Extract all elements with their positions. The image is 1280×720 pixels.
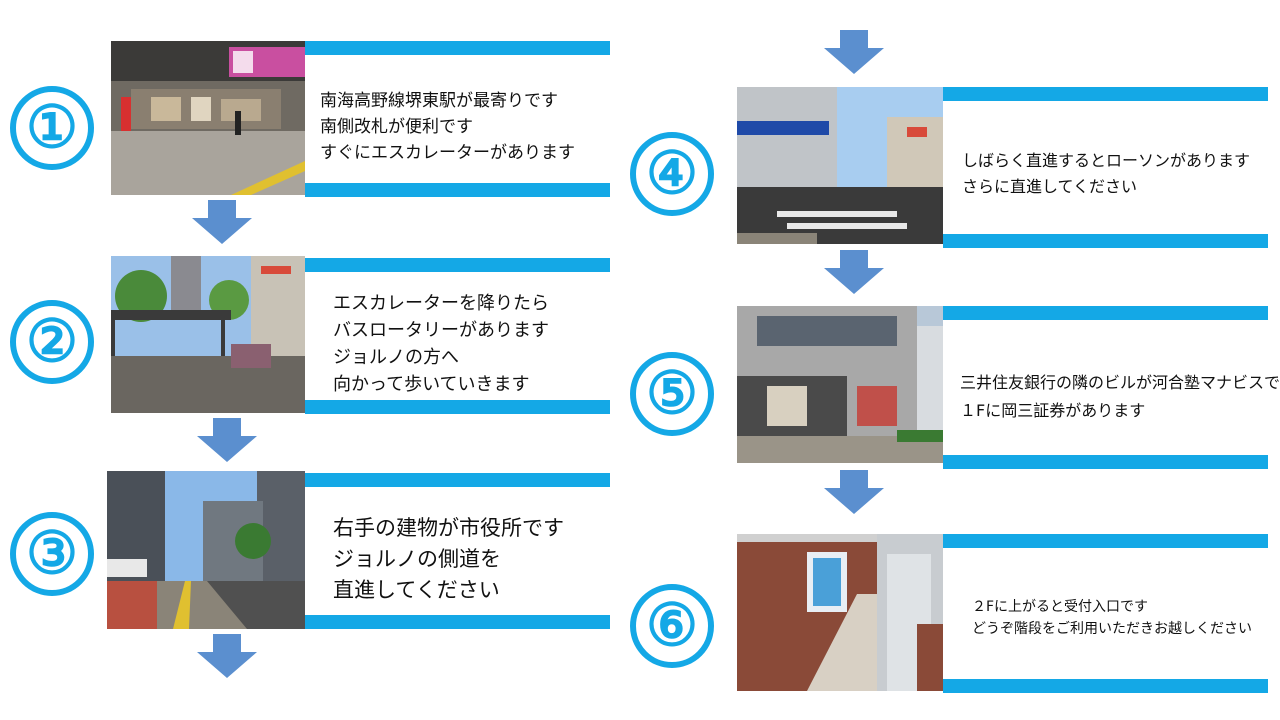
step-1-top-bar: [305, 41, 610, 55]
step-5-text: 三井住友銀行の隣のビルが河合塾マナビスです １Fに岡三証券があります: [960, 369, 1280, 425]
step-3-line-1: 右手の建物が市役所です: [333, 516, 564, 540]
step-2-text: エスカレーターを降りたら バスロータリーがあります ジョルノの方へ 向かって歩い…: [333, 290, 549, 398]
down-arrow-icon: [192, 200, 252, 244]
down-arrow-icon: [197, 418, 257, 462]
step-4-bottom-bar: [943, 234, 1268, 248]
step-6-text: ２Fに上がると受付入口です どうぞ階段をご利用いただきお越しください: [972, 596, 1252, 640]
step-4-top-bar: [943, 87, 1268, 101]
step-3-line-3: 直進してください: [333, 578, 500, 602]
step-2-line-4: 向かって歩いていきます: [333, 374, 530, 395]
step-6-line-1: ２Fに上がると受付入口です: [972, 599, 1149, 615]
step-4-number: ④: [630, 132, 714, 216]
step-3-text: 右手の建物が市役所です ジョルノの側道を 直進してください: [333, 513, 564, 606]
step-3-bottom-bar: [305, 615, 610, 629]
step-4-photo-lawson: [737, 87, 943, 244]
step-2-line-1: エスカレーターを降りたら: [333, 293, 549, 314]
step-2-line-2: バスロータリーがあります: [333, 320, 549, 341]
step-2-line-3: ジョルノの方へ: [333, 347, 459, 368]
step-2-photo-bus-rotary: [111, 256, 305, 413]
step-1-bottom-bar: [305, 183, 610, 197]
step-6-bottom-bar: [943, 679, 1268, 693]
down-arrow-icon: [824, 250, 884, 294]
step-4-line-1: しばらく直進するとローソンがあります: [962, 151, 1251, 170]
step-1-line-3: すぐにエスカレーターがあります: [320, 143, 575, 163]
step-3-line-2: ジョルノの側道を: [333, 547, 501, 571]
step-5-top-bar: [943, 306, 1268, 320]
step-6-line-2: どうぞ階段をご利用いただきお越しください: [972, 621, 1252, 637]
step-4-text: しばらく直進するとローソンがあります さらに直進してください: [962, 148, 1250, 200]
step-1-text: 南海高野線堺東駅が最寄りです 南側改札が便利です すぐにエスカレーターがあります: [320, 88, 575, 166]
step-5-number: ⑤: [630, 352, 714, 436]
step-1-line-2: 南側改札が便利です: [320, 117, 473, 137]
step-3-top-bar: [305, 473, 610, 487]
step-2-number: ②: [10, 300, 94, 384]
step-3-number: ③: [10, 512, 94, 596]
step-6-photo-staircase: [737, 534, 943, 691]
down-arrow-icon: [824, 470, 884, 514]
step-1-photo-station-gate: [111, 41, 305, 195]
step-5-bottom-bar: [943, 455, 1268, 469]
step-6-top-bar: [943, 534, 1268, 548]
step-3-photo-city-hall: [107, 471, 305, 629]
step-2-bottom-bar: [305, 400, 610, 414]
step-5-photo-building: [737, 306, 943, 463]
step-5-line-1: 三井住友銀行の隣のビルが河合塾マナビスです: [960, 373, 1280, 392]
step-2-top-bar: [305, 258, 610, 272]
step-1-number: ①: [10, 86, 94, 170]
step-6-number: ⑥: [630, 584, 714, 668]
step-1-line-1: 南海高野線堺東駅が最寄りです: [320, 91, 558, 111]
step-4-line-2: さらに直進してください: [962, 177, 1138, 196]
step-5-line-2: １Fに岡三証券があります: [960, 401, 1146, 420]
down-arrow-icon: [824, 30, 884, 74]
down-arrow-icon: [197, 634, 257, 678]
